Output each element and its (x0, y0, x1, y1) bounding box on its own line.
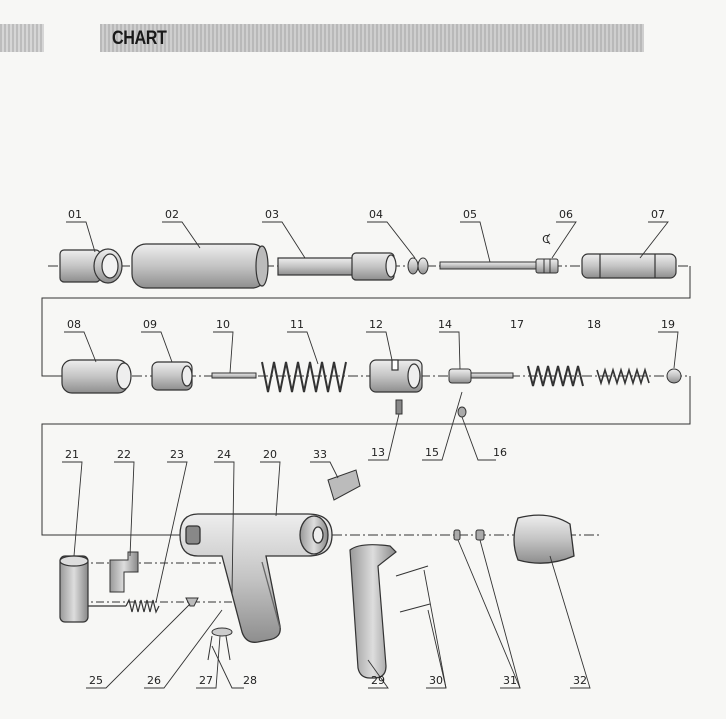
part-01-nozzle (59, 248, 123, 284)
label-14: 14 (438, 318, 452, 331)
label-05: 05 (463, 208, 477, 221)
header-stripe-left (0, 24, 44, 52)
part-17-spring (527, 365, 584, 387)
label-13: 13 (371, 446, 385, 459)
label-24: 24 (217, 448, 231, 461)
label-21: 21 (65, 448, 79, 461)
part-13-spring-small (395, 399, 403, 415)
label-32: 32 (573, 674, 587, 687)
header-bar: CHART (100, 24, 644, 52)
label-10: 10 (216, 318, 230, 331)
label-12: 12 (369, 318, 383, 331)
part-22-latch (109, 551, 139, 593)
label-04: 04 (369, 208, 383, 221)
label-03: 03 (265, 208, 279, 221)
part-18-spring (596, 367, 650, 386)
label-02: 02 (165, 208, 179, 221)
part-12-cylinder (369, 359, 423, 393)
part-33-clip (327, 469, 361, 501)
part-09-bushing (151, 361, 193, 391)
label-31: 31 (503, 674, 517, 687)
label-09: 09 (143, 318, 157, 331)
part-04-rings (407, 257, 429, 275)
label-01: 01 (68, 208, 82, 221)
label-33: 33 (313, 448, 327, 461)
label-22: 22 (117, 448, 131, 461)
label-25: 25 (89, 674, 103, 687)
part-25-trigger-pin (185, 597, 199, 607)
page-title: CHART (112, 28, 167, 49)
part-10-pin (211, 372, 257, 379)
part-02-barrel-sleeve (131, 243, 269, 289)
label-23: 23 (170, 448, 184, 461)
label-30: 30 (429, 674, 443, 687)
label-29: 29 (371, 674, 385, 687)
label-26: 26 (147, 674, 161, 687)
label-28: 28 (243, 674, 257, 687)
label-18: 18 (587, 318, 601, 331)
part-08-sleeve (61, 359, 132, 394)
label-08: 08 (67, 318, 81, 331)
part-27-washer (211, 627, 233, 637)
label-16: 16 (493, 446, 507, 459)
label-27: 27 (199, 674, 213, 687)
part-28-pins (207, 635, 231, 661)
part-labels: 01 02 03 04 05 06 C 07 08 09 10 11 12 14… (65, 208, 675, 687)
part-19-nut (666, 368, 682, 384)
label-07: 07 (651, 208, 665, 221)
label-17: 17 (510, 318, 524, 331)
part-30-screws (395, 565, 431, 613)
part-20-tool-body (179, 513, 333, 643)
part-05-rod (439, 261, 537, 270)
part-31-rings (453, 529, 485, 541)
label-06-c: C (542, 233, 550, 246)
label-11: 11 (290, 318, 304, 331)
label-06: 06 (559, 208, 573, 221)
part-23-spring (88, 598, 160, 614)
part-11-spring (261, 361, 347, 393)
part-16-ball (457, 406, 467, 418)
label-20: 20 (263, 448, 277, 461)
label-19: 19 (661, 318, 675, 331)
part-03-barrel (277, 252, 397, 281)
part-14-hammer (448, 368, 514, 384)
label-15: 15 (425, 446, 439, 459)
part-07-piston (581, 253, 677, 279)
part-29-grip-cover (349, 544, 397, 679)
part-21-magazine (59, 555, 89, 623)
leader-lines (62, 221, 679, 689)
part-06-washer (535, 233, 559, 274)
part-32-end-cap (513, 514, 575, 564)
